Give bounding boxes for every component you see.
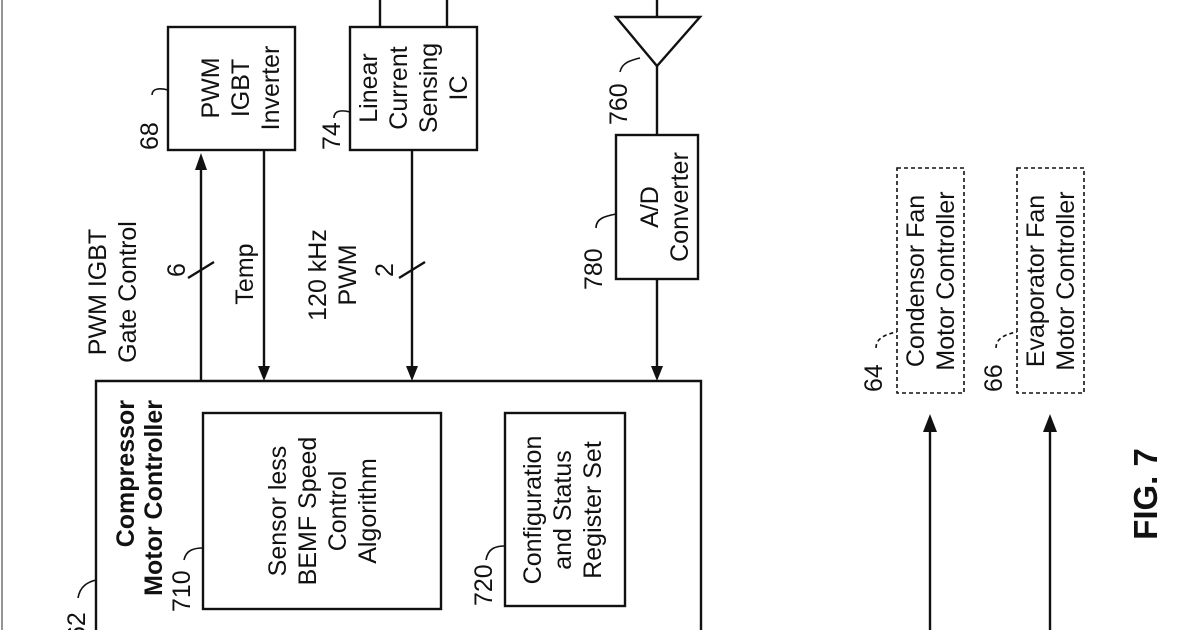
register-set-label-2: and Status (549, 450, 577, 570)
condensor-fan-ref: 64 (860, 364, 888, 392)
condensor-fan-label-2: Motor Controller (932, 191, 960, 370)
compressor-controller-label-2: Motor Controller (140, 400, 168, 596)
condensor-fan-arrowhead (923, 414, 937, 432)
condensor-fan-label-1: Condensor Fan (902, 195, 930, 367)
condensor-fan-box (896, 167, 965, 394)
speed-algorithm-label-3: Control (324, 471, 352, 552)
speed-algorithm-label-2: BEMF Speed (294, 437, 322, 586)
ad-converter-label-1: A/D (636, 186, 664, 228)
register-set-ref-leader (485, 545, 506, 561)
inverter-label-1: PWM (197, 57, 225, 118)
ad-converter-output-arrowhead (651, 366, 663, 381)
speed-algorithm-ref-leader (183, 547, 204, 561)
gate-control-bus-width: 6 (163, 263, 191, 277)
register-set-label-3: Register Set (579, 441, 607, 579)
ad-converter-block: A/D Converter 780 (580, 133, 700, 381)
current-sensing-box (348, 25, 479, 152)
compressor-controller-label-1: Compressor (112, 400, 140, 548)
amplifier-block: 760 (605, 0, 703, 135)
speed-algorithm-box (201, 411, 443, 611)
current-sensing-label-3: Sensing (415, 43, 443, 133)
speed-algorithm-label-4: Algorithm (354, 458, 382, 564)
inverter-box (166, 25, 297, 152)
inverter-block: PWM IGBT Inverter 68 (136, 25, 297, 152)
amplifier-ref-leader (619, 57, 641, 73)
pwm-label-2: PWM (334, 244, 362, 305)
figure-label: FIG. 7 (1127, 448, 1164, 540)
inverter-ref-leader (151, 88, 169, 96)
evaporator-fan-block: Evaporator Fan Motor Controller 66 (980, 167, 1085, 630)
current-sensing-label-2: Current (385, 46, 413, 129)
compressor-controller-box (94, 379, 703, 630)
inverter-label-3: Inverter (257, 46, 285, 131)
gate-control-label-1: PWM IGBT (84, 229, 112, 355)
temp-arrowhead (258, 366, 270, 381)
gate-control-arrowhead (195, 153, 207, 170)
ad-converter-ref-leader (595, 213, 617, 229)
pwm-label-1: 120 kHz (304, 229, 332, 321)
evaporator-fan-arrowhead (1043, 414, 1057, 432)
evaporator-fan-label-1: Evaporator Fan (1022, 195, 1050, 367)
evaporator-fan-ref: 66 (980, 364, 1008, 392)
amplifier-triangle (613, 15, 703, 68)
current-sensing-block: Linear Current Sensing IC 74 (318, 0, 479, 152)
speed-algorithm-label-1: Sensor less (264, 446, 292, 577)
pwm-bus-width: 2 (371, 263, 399, 277)
current-sensing-ref-leader (333, 110, 351, 119)
compressor-controller-block: Compressor Motor Controller 62 Sensor le… (63, 379, 703, 630)
register-set-ref: 720 (470, 564, 498, 606)
evaporator-fan-label-2: Motor Controller (1052, 191, 1080, 370)
evaporator-fan-box (1016, 167, 1085, 394)
signal-wires: 6 PWM IGBT Gate Control Temp 2 120 kHz P… (84, 150, 426, 381)
inverter-ref: 68 (136, 122, 164, 150)
current-sensing-ref: 74 (318, 122, 346, 150)
amplifier-ref: 760 (605, 83, 633, 125)
register-set-box (503, 411, 627, 608)
ad-converter-ref: 780 (580, 248, 608, 290)
gate-control-bus-slash (187, 260, 215, 280)
pwm-arrowhead (406, 366, 418, 381)
condensor-fan-block: Condensor Fan Motor Controller 64 (860, 167, 965, 630)
ad-converter-label-2: Converter (666, 152, 694, 262)
inverter-label-2: IGBT (227, 59, 255, 117)
condensor-fan-ref-leader (875, 331, 898, 349)
gate-control-label-2: Gate Control (114, 221, 142, 363)
compressor-controller-ref: 62 (63, 612, 91, 630)
speed-algorithm-ref: 710 (168, 570, 196, 612)
ad-converter-box (614, 133, 700, 281)
pwm-bus-slash (398, 260, 426, 280)
current-sensing-label-1: Linear (355, 53, 383, 123)
current-sensing-label-4: IC (445, 76, 473, 101)
temp-label: Temp (231, 243, 259, 304)
evaporator-fan-ref-leader (995, 331, 1018, 349)
register-set-label-1: Configuration (519, 436, 547, 585)
compressor-controller-ref-leader (77, 579, 97, 599)
